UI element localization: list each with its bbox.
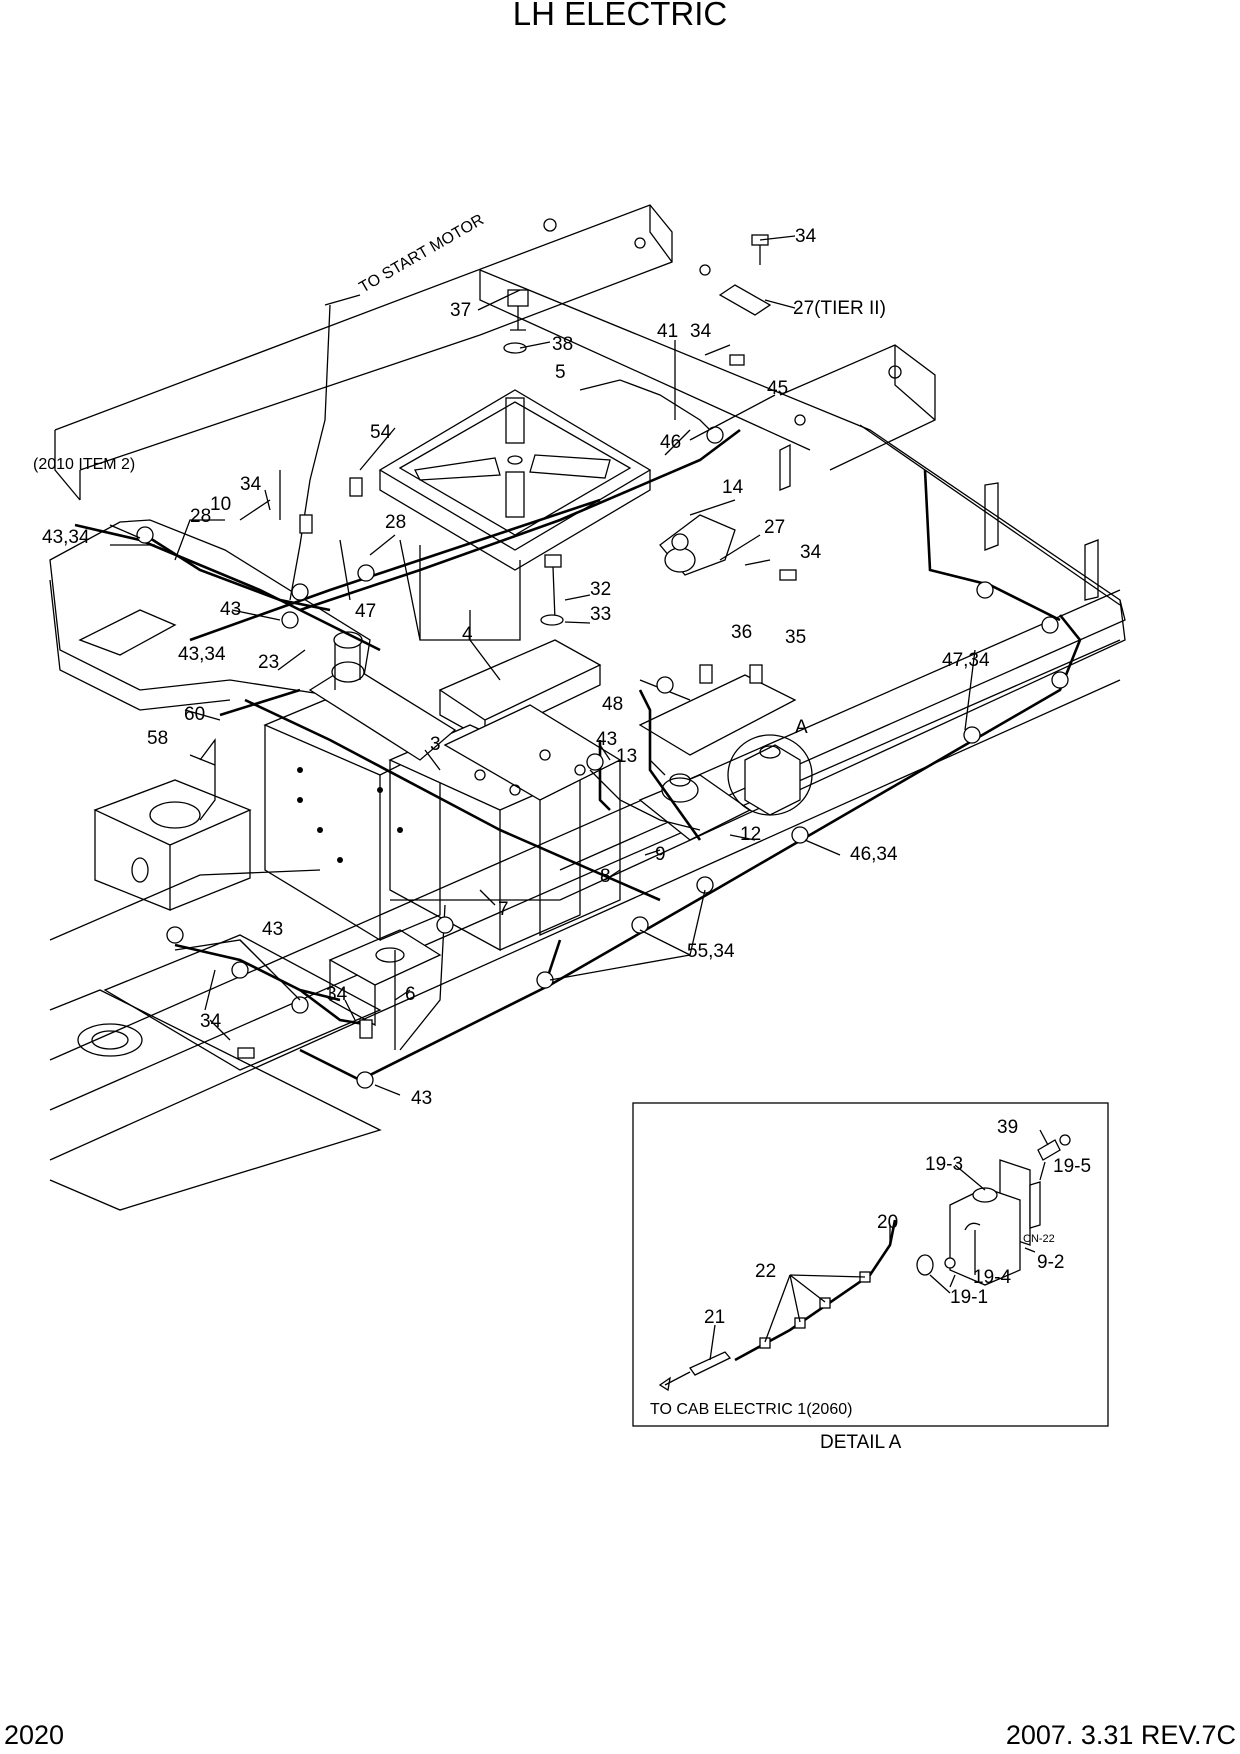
callout: 12 <box>740 824 761 845</box>
upper-frame <box>49 204 1126 901</box>
callout: 48 <box>602 694 623 715</box>
callout: 10 <box>210 494 231 515</box>
callout: 6 <box>405 984 416 1005</box>
detail-caption: DETAIL A <box>820 1432 902 1453</box>
callout: 60 <box>184 704 205 725</box>
leader-lines <box>109 235 976 1096</box>
to-cab-note: TO CAB ELECTRIC 1(2060) <box>650 1401 852 1418</box>
callout: 54 <box>370 422 392 443</box>
item-reference-note: (2010 ITEM 2) <box>33 456 135 473</box>
callout: 43,34 <box>178 644 226 665</box>
wire-clamps <box>136 426 1069 1089</box>
callout: 28 <box>385 512 406 533</box>
detail-callout: 20 <box>877 1212 898 1233</box>
callout: 55,34 <box>687 941 735 962</box>
detail-a-reservoir <box>727 734 813 816</box>
callout: 27(TIER II) <box>793 298 886 319</box>
detail-callout: 9-2 <box>1037 1252 1064 1273</box>
relay-12 <box>638 773 752 841</box>
callout: 43 <box>262 919 283 940</box>
connector-label: CN-22 <box>1023 1233 1055 1245</box>
callout: 14 <box>722 477 744 498</box>
detail-callout: 39 <box>997 1117 1018 1138</box>
callout: 58 <box>147 728 168 749</box>
part-callouts: 34 27(TIER II) 37 38 41 34 5 45 46 14 54… <box>42 226 990 1109</box>
callout: 28 <box>190 506 211 527</box>
callout: 34 <box>795 226 817 247</box>
date-revision: 2007. 3.31 REV.7C <box>1006 1720 1236 1750</box>
callout: 34 <box>800 542 822 563</box>
callout: 43 <box>411 1088 432 1109</box>
batteries <box>388 704 622 952</box>
callout: 34 <box>326 984 348 1005</box>
callout: 47 <box>355 601 376 622</box>
callout: 4 <box>462 624 473 645</box>
lower-frame <box>49 589 1121 1211</box>
detail-callout: 19-3 <box>925 1154 963 1175</box>
callout: 36 <box>731 622 752 643</box>
callout: 7 <box>498 899 509 920</box>
callout: 46 <box>660 432 681 453</box>
callout: 43,34 <box>42 527 90 548</box>
callout: 46,34 <box>850 844 898 865</box>
callout: 9 <box>655 844 666 865</box>
detail-callout: 22 <box>755 1261 776 1282</box>
page-title: LH ELECTRIC <box>513 0 728 32</box>
callout: 33 <box>590 604 611 625</box>
callout: 3 <box>430 734 441 755</box>
cylinder <box>308 631 457 761</box>
detail-callout: 19-1 <box>950 1287 988 1308</box>
detail-callout: 19-4 <box>973 1267 1011 1288</box>
callout: 45 <box>767 378 788 399</box>
bolts <box>237 234 797 1059</box>
callout: 43 <box>596 729 617 750</box>
callout: 27 <box>764 517 785 538</box>
callout: 43 <box>220 599 241 620</box>
callout: 37 <box>450 300 471 321</box>
callout: 47,34 <box>942 650 990 671</box>
callout: 13 <box>616 746 637 767</box>
callout: 34 <box>690 321 712 342</box>
wire-harness <box>74 294 1082 1082</box>
callout: 32 <box>590 579 611 600</box>
callout: 34 <box>240 474 262 495</box>
swing-bearing-box <box>378 389 652 641</box>
starter-motor <box>659 514 736 576</box>
callout: 5 <box>555 362 566 383</box>
callout: 8 <box>600 866 611 887</box>
detail-callout: 21 <box>704 1307 725 1328</box>
callout: 35 <box>785 627 806 648</box>
detail-a-inset: 39 19-3 19-5 20 22 19-4 9-2 19-1 21 CN-2… <box>632 1102 1109 1427</box>
page-number: 2020 <box>4 1720 64 1750</box>
callout: 34 <box>200 1011 222 1032</box>
callout: 41 <box>657 321 678 342</box>
detail-callout: 19-5 <box>1053 1156 1091 1177</box>
callout: 38 <box>552 334 573 355</box>
detail-a-marker: A <box>795 717 808 738</box>
to-start-motor-note: TO START MOTOR <box>357 211 487 296</box>
callout: 23 <box>258 652 279 673</box>
